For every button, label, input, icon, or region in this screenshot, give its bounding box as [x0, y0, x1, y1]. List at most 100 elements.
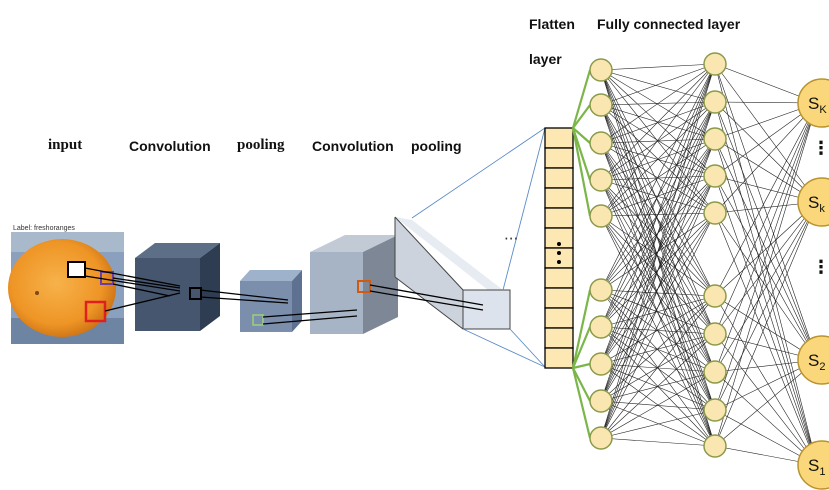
fc-link — [600, 215, 716, 411]
fc-node — [589, 168, 613, 192]
fc-link — [600, 63, 716, 71]
fc-link — [600, 101, 716, 439]
fc-link — [600, 295, 716, 365]
output-node — [797, 440, 829, 490]
green-link — [571, 69, 592, 129]
label-pooling-2: pooling — [411, 138, 462, 154]
fc-link — [600, 295, 716, 328]
flatten-cell — [544, 327, 574, 349]
flatten-cell — [544, 187, 574, 209]
flatten-cell — [544, 267, 574, 289]
fc-node — [589, 389, 613, 413]
flatten-dot — [557, 242, 561, 246]
label-input: input — [48, 137, 83, 153]
green-link — [571, 289, 592, 369]
flatten-to-fc-links — [571, 69, 592, 439]
fc-link — [714, 101, 818, 466]
fc-link — [714, 102, 818, 177]
fc-link — [600, 142, 716, 335]
label-convolution-2: Convolution — [312, 138, 394, 154]
fc-link — [714, 138, 818, 466]
fc-link — [600, 333, 716, 402]
fc-link — [600, 179, 716, 373]
fc-link — [600, 63, 716, 144]
output-node — [797, 177, 829, 227]
fc-link — [600, 289, 716, 335]
fc-link — [714, 201, 818, 411]
fc-link — [600, 175, 716, 439]
fc-link — [600, 215, 716, 335]
output-vdots-mid: ⋮ — [812, 257, 829, 278]
fc-link — [600, 326, 716, 335]
fc-node — [589, 315, 613, 339]
fc-link — [714, 175, 818, 466]
fc-link — [600, 69, 716, 103]
fc-link — [600, 104, 716, 177]
green-link — [571, 127, 592, 217]
pool-to-flatten-lines — [411, 127, 546, 368]
fc-link — [714, 201, 818, 373]
fc-node — [589, 131, 613, 155]
fc-link — [600, 363, 716, 411]
conv1-block — [135, 243, 220, 331]
output-node — [797, 335, 829, 385]
fc-link — [714, 371, 818, 466]
fc-node — [703, 90, 727, 114]
fc-node — [589, 352, 613, 376]
fc-link — [714, 63, 818, 203]
flatten-cell — [544, 147, 574, 169]
ellipsis-label: ··· — [504, 230, 518, 248]
label-fully-connected-layer: Fully connected layer — [597, 16, 741, 32]
flatten-cell — [544, 347, 574, 369]
flatten-cell — [544, 287, 574, 309]
fc-link — [714, 102, 818, 373]
fc-node — [703, 164, 727, 188]
fc-link — [600, 179, 716, 411]
fc-link — [600, 63, 716, 402]
fc-link — [714, 212, 818, 466]
fc-link — [600, 295, 716, 439]
fc-link — [600, 400, 716, 447]
fc-node — [703, 322, 727, 346]
fc-link — [600, 63, 716, 291]
fc-node — [589, 278, 613, 302]
fc-link — [600, 289, 716, 411]
fc-link — [600, 63, 716, 217]
input-image — [8, 232, 124, 344]
fc-link — [600, 101, 716, 181]
fc-link — [714, 201, 818, 297]
label-flatten: Flatten — [529, 16, 575, 32]
green-link — [571, 127, 592, 181]
output-node — [797, 78, 829, 128]
flatten-cell — [544, 307, 574, 329]
fc-node — [703, 398, 727, 422]
fully-connected-nodes — [589, 52, 727, 458]
label-pooling-1: pooling — [237, 137, 285, 153]
fc-link — [600, 400, 716, 411]
fc-link — [600, 63, 716, 439]
fc-link — [600, 142, 716, 297]
fc-node — [703, 434, 727, 458]
fc-link — [600, 69, 716, 140]
fc-link — [714, 138, 818, 361]
fc-link — [714, 102, 818, 297]
fc-link — [600, 69, 716, 335]
fc-link — [600, 437, 716, 447]
fc-node — [703, 127, 727, 151]
fc-link — [714, 102, 818, 214]
fc-link — [600, 63, 716, 365]
fc-link — [600, 326, 716, 373]
output-vdots-top: ⋮ — [812, 138, 829, 159]
fc-link — [600, 179, 716, 335]
green-link — [572, 104, 591, 129]
fc-node — [703, 360, 727, 384]
conv2-block — [310, 235, 398, 334]
fc-link — [600, 333, 716, 439]
fc-link — [714, 63, 818, 466]
fc-node — [589, 93, 613, 117]
fc-link — [714, 102, 818, 447]
fc-node — [703, 201, 727, 225]
fc-link — [600, 295, 716, 402]
fc-link — [600, 104, 716, 297]
